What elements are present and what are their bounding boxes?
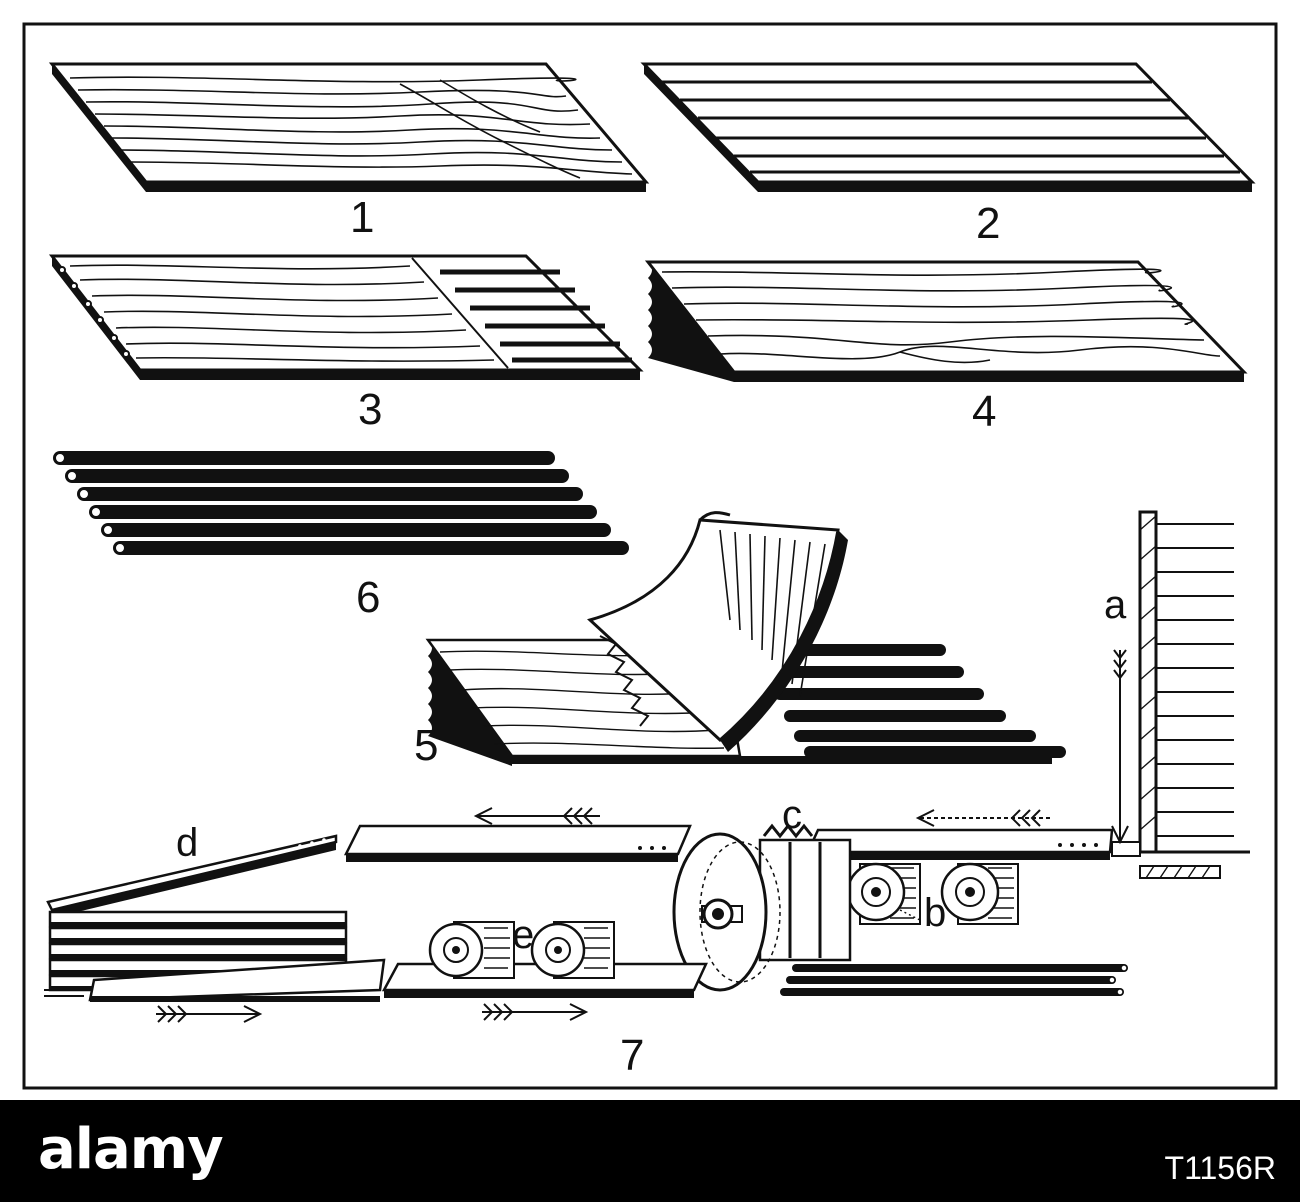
pressure-rollers-e bbox=[381, 921, 708, 998]
label-7: 7 bbox=[620, 1031, 644, 1080]
label-a: a bbox=[1104, 583, 1127, 627]
label-d: d bbox=[176, 821, 198, 865]
cutter-drum-c bbox=[672, 823, 852, 992]
label-6: 6 bbox=[356, 573, 380, 622]
arrow-right-icon bbox=[482, 1003, 589, 1021]
image-reference-code: T1156R bbox=[1164, 1150, 1276, 1186]
label-c: c bbox=[782, 793, 802, 837]
plank-4-glued-slat bbox=[644, 260, 1248, 382]
label-b: b bbox=[924, 891, 946, 935]
watermark-logo: alamy bbox=[38, 1117, 224, 1182]
arrow-left-icon bbox=[473, 807, 600, 825]
finished-slat-stack-d bbox=[44, 834, 386, 1002]
slat-on-feed-rollers bbox=[806, 828, 1114, 860]
plank-1-wood-slat bbox=[48, 62, 650, 192]
plank-3-leads-inserted bbox=[48, 254, 644, 380]
plank-2-grooved-slat bbox=[640, 62, 1256, 192]
plank-5-cutting-stage bbox=[425, 511, 1066, 766]
pencil-manufacturing-diagram: 1 2 bbox=[22, 22, 1278, 1090]
arrow-down-icon bbox=[1111, 649, 1129, 845]
arrow-right-icon bbox=[156, 1005, 263, 1023]
watermark-banner: alamy T1156R bbox=[0, 1100, 1300, 1202]
label-1: 1 bbox=[350, 193, 374, 242]
pencils-6-rounded bbox=[53, 451, 629, 555]
label-3: 3 bbox=[358, 385, 382, 434]
label-5: 5 bbox=[414, 721, 438, 770]
arrow-left-icon bbox=[915, 809, 1050, 827]
label-2: 2 bbox=[976, 199, 1000, 248]
label-4: 4 bbox=[972, 387, 996, 436]
slat-magazine-a bbox=[1111, 510, 1250, 879]
separated-pencils bbox=[780, 964, 1128, 996]
feed-rollers-b bbox=[846, 862, 1019, 925]
label-e: e bbox=[512, 913, 534, 957]
figure-frame bbox=[22, 22, 1278, 1090]
slat-returning bbox=[343, 824, 692, 862]
